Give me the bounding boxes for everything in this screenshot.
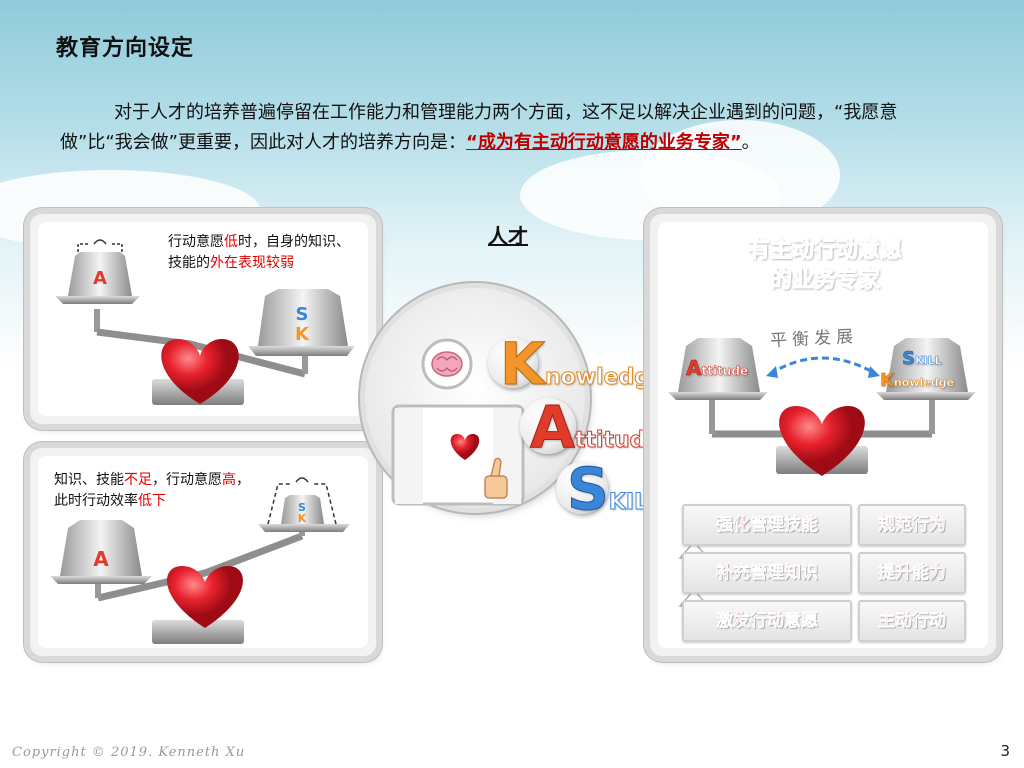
- right-weight-skill: SKILL: [902, 348, 942, 370]
- intro-highlight: “成为有主动行动意愿的业务专家”: [465, 132, 742, 153]
- weight-skill-knowledge: [886, 338, 968, 392]
- weight-skill-knowledge: [258, 289, 348, 346]
- intro-paragraph: 对于人才的培养普遍停留在工作能力和管理能力两个方面，这不足以解决企业遇到的问题，…: [60, 98, 960, 158]
- skill-rest: KILL: [914, 354, 942, 368]
- text-highlight: 外在表现较弱: [210, 255, 294, 271]
- text-highlight: 低: [224, 234, 238, 250]
- knowledge-label: Knowledge: [500, 335, 666, 394]
- weight-attitude: [678, 338, 760, 392]
- text-segment: ，行动意愿: [152, 472, 222, 488]
- right-weight-knowledge: Knowledge: [880, 370, 955, 392]
- knowledge-initial: K: [880, 370, 894, 392]
- low-willingness-text: 行动意愿低时，自身的知识、技能的外在表现较弱: [168, 232, 362, 274]
- heart-icon: [450, 434, 480, 460]
- attitude-rest: ttitude: [574, 428, 661, 454]
- text-segment: 时，自身的知识、技能的: [168, 234, 350, 271]
- scale-pan-left: [50, 576, 152, 584]
- knowledge-initial: K: [500, 330, 546, 398]
- person-figure: [391, 338, 525, 506]
- scale-beam: [97, 532, 304, 602]
- attitude-rest: ttitude: [701, 364, 749, 379]
- knowledge-bubble: [488, 338, 538, 388]
- weight-label-k: K: [295, 324, 310, 345]
- text-highlight: 高: [222, 472, 236, 488]
- expert-title-line: 有主动行动意愿: [747, 238, 902, 264]
- skill-label: SKILL: [567, 460, 663, 519]
- panel-low-willingness: 行动意愿低时，自身的知识、技能的外在表现较弱 A S K: [30, 214, 376, 424]
- weight-label-s: S: [298, 501, 306, 514]
- grid-cell: 提升能力: [858, 552, 966, 594]
- talent-circle: [365, 288, 585, 508]
- grid-cell: 强化管理技能: [682, 504, 852, 546]
- text-highlight: 低下: [138, 493, 166, 509]
- text-segment: 知识、技能: [54, 472, 124, 488]
- heart-icon: [167, 566, 243, 628]
- grid-cell: 主动行动: [858, 600, 966, 642]
- weight-label-k: K: [298, 512, 307, 525]
- balance-arrow: [769, 356, 877, 376]
- skill-initial: S: [902, 348, 915, 370]
- copyright-text: Copyright © 2019. Kenneth Xu: [12, 745, 246, 760]
- scale-pan-left: [55, 296, 140, 304]
- balance-label: 平衡发展: [769, 326, 859, 352]
- intro-end: 。: [741, 132, 760, 153]
- slide-title: 教育方向设定: [56, 36, 195, 61]
- scale-pan-left: [668, 392, 768, 400]
- attitude-bubble: [520, 398, 576, 454]
- talent-label: 人才: [488, 224, 528, 248]
- low-skill-text: 知识、技能不足，行动意愿高，此时行动效率低下: [54, 470, 254, 512]
- attitude-label: Attitude: [530, 398, 661, 457]
- right-weight-attitude: Attitude: [686, 356, 749, 381]
- scale-pan-right: [248, 346, 355, 356]
- scale-base: [152, 620, 244, 644]
- grid-cell: 激发行动意愿: [682, 600, 852, 642]
- skill-bubble: [556, 462, 608, 514]
- weight-label-a: A: [93, 268, 107, 289]
- scale-pan-right: [258, 524, 350, 532]
- heart-icon: [161, 339, 239, 404]
- weight-skill-knowledge: [281, 495, 324, 524]
- knowledge-rest: nowledge: [893, 376, 955, 390]
- balance-scale-tilted: A S K: [50, 477, 350, 644]
- skill-initial: S: [567, 455, 610, 523]
- expert-title-line: 的业务专家: [769, 268, 880, 294]
- text-segment: 行动意愿: [168, 234, 224, 250]
- page-number: 3: [1000, 742, 1010, 760]
- attitude-initial: A: [530, 393, 576, 461]
- scale-pan-right: [876, 392, 976, 400]
- weight-attitude: [60, 520, 142, 576]
- weight-label-a: A: [93, 547, 109, 571]
- text-highlight: 不足: [124, 472, 152, 488]
- background-cloud: [640, 120, 840, 230]
- thumbs-up-icon: [484, 457, 508, 499]
- grid-cell: 规范行为: [858, 504, 966, 546]
- knowledge-rest: nowledge: [544, 365, 665, 391]
- text-segment: ，此时行动效率: [54, 472, 250, 509]
- heart-icon: [779, 406, 865, 476]
- grid-cell: 补充管理知识: [682, 552, 852, 594]
- expert-title: 有主动行动意愿 的业务专家: [700, 236, 950, 296]
- weight-attitude: [68, 252, 132, 296]
- balance-scale-tilted: A S K: [55, 239, 355, 405]
- intro-text: 对于人才的培养普遍停留在工作能力和管理能力两个方面，这不足以解决企业遇到的问题，…: [60, 102, 898, 153]
- attitude-initial: A: [686, 356, 702, 381]
- brain-icon: [431, 351, 463, 377]
- weight-label-s: S: [296, 304, 309, 325]
- panel-low-skill: 知识、技能不足，行动意愿高，此时行动效率低下 A S K: [30, 448, 376, 656]
